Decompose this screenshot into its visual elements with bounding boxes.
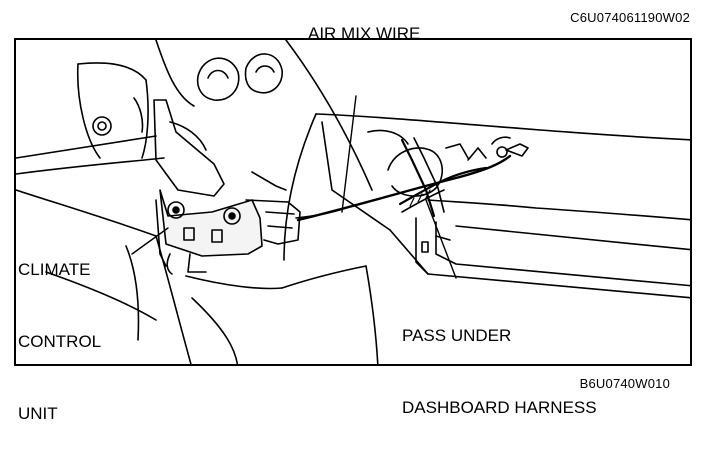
climate-label-line-2: CONTROL: [18, 332, 102, 351]
pass-under-harness-label: PASS UNDER DASHBOARD HARNESS: [402, 276, 597, 444]
lower-console: [125, 245, 379, 364]
dashboard-illustration: [16, 40, 690, 364]
pass-under-line-2: DASHBOARD HARNESS: [402, 398, 597, 417]
callout-leaders: [131, 95, 457, 279]
climate-control-unit-leader: [131, 227, 169, 255]
climate-control-unit-label: CLIMATE CONTROL UNIT: [18, 210, 101, 450]
figure-code-bottom: B6U0740W010: [579, 376, 670, 391]
climate-control-unit: [153, 99, 301, 275]
pass-under-leader: [425, 199, 457, 279]
figure-code-top: C6U074061190W02: [570, 10, 690, 25]
illustration-frame: [14, 38, 692, 366]
air-mix-wire-leader: [341, 95, 357, 213]
passenger-dashboard: [283, 113, 690, 299]
dashboard-harness: [398, 166, 488, 213]
pass-under-line-1: PASS UNDER: [402, 326, 512, 345]
air-mix-wire-label: AIR MIX WIRE: [308, 24, 421, 43]
climate-label-line-3: UNIT: [18, 404, 58, 423]
climate-label-line-1: CLIMATE: [18, 260, 91, 279]
dashboard-vents: [155, 40, 373, 191]
dashboard-left-section: [16, 62, 192, 364]
